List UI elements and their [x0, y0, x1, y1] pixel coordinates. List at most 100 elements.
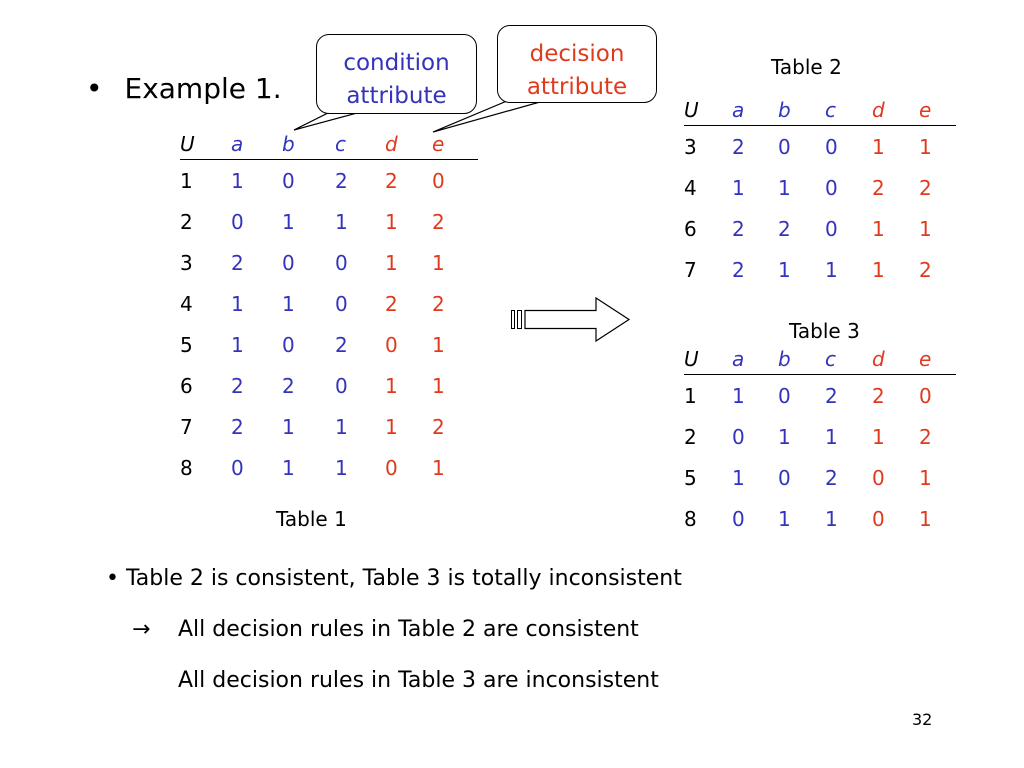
- cell-b: 0: [778, 134, 791, 159]
- cell-u: 2: [684, 424, 697, 449]
- header-c: c: [335, 128, 385, 160]
- cell-b: 1: [778, 424, 791, 449]
- cell-e: 1: [919, 465, 932, 490]
- cell-a: 1: [732, 465, 745, 490]
- example-title: Example 1.: [124, 72, 282, 105]
- header-a: a: [231, 128, 282, 160]
- cell-a: 2: [732, 134, 745, 159]
- cell-c: 0: [825, 175, 838, 200]
- cell-a: 0: [732, 506, 745, 531]
- cell-d: 2: [872, 175, 885, 200]
- header-u: U: [180, 128, 231, 160]
- cell-e: 2: [919, 175, 932, 200]
- cell-b: 0: [282, 250, 295, 275]
- cell-b: 1: [282, 414, 295, 439]
- cell-u: 1: [180, 168, 193, 193]
- cell-a: 1: [732, 383, 745, 408]
- header-b: b: [778, 343, 825, 375]
- cell-d: 1: [872, 134, 885, 159]
- cell-b: 0: [778, 465, 791, 490]
- cell-c: 1: [335, 209, 348, 234]
- header-a: a: [732, 94, 778, 126]
- header-e: e: [919, 94, 956, 126]
- cell-u: 2: [180, 209, 193, 234]
- cell-u: 4: [684, 175, 697, 200]
- cell-e: 1: [919, 134, 932, 159]
- cell-u: 5: [684, 465, 697, 490]
- callout-decision-line1: decision: [529, 41, 625, 67]
- cell-c: 0: [825, 134, 838, 159]
- cell-e: 2: [432, 291, 445, 316]
- decision-attribute-callout: decision attribute: [497, 25, 657, 103]
- cell-d: 0: [872, 465, 885, 490]
- cell-d: 1: [385, 414, 398, 439]
- cell-a: 2: [231, 373, 244, 398]
- cell-u: 5: [180, 332, 193, 357]
- table-2-caption: Table 2: [771, 55, 842, 79]
- cell-b: 2: [282, 373, 295, 398]
- cell-u: 6: [180, 373, 193, 398]
- cell-d: 1: [385, 250, 398, 275]
- table-header-row: U a b c d e: [180, 128, 478, 160]
- cell-d: 0: [872, 506, 885, 531]
- cell-e: 1: [432, 250, 445, 275]
- cell-a: 0: [231, 209, 244, 234]
- cell-c: 0: [825, 216, 838, 241]
- cell-d: 1: [385, 373, 398, 398]
- cell-u: 3: [684, 134, 697, 159]
- cell-a: 0: [231, 455, 244, 480]
- cell-a: 1: [231, 291, 244, 316]
- header-c: c: [825, 94, 872, 126]
- cell-d: 2: [385, 291, 398, 316]
- cell-e: 1: [919, 216, 932, 241]
- cell-b: 1: [778, 175, 791, 200]
- cell-b: 1: [282, 291, 295, 316]
- cell-u: 7: [180, 414, 193, 439]
- cell-b: 0: [778, 383, 791, 408]
- table-3-caption: Table 3: [789, 319, 860, 343]
- cell-d: 1: [872, 424, 885, 449]
- cell-c: 1: [825, 424, 838, 449]
- cell-e: 0: [919, 383, 932, 408]
- cell-d: 0: [385, 332, 398, 357]
- cell-e: 2: [919, 424, 932, 449]
- cell-d: 1: [385, 209, 398, 234]
- header-a: a: [732, 343, 778, 375]
- cell-b: 0: [282, 332, 295, 357]
- cell-u: 8: [684, 506, 697, 531]
- callout-condition-line2: attribute: [346, 83, 447, 109]
- cell-c: 2: [335, 168, 348, 193]
- table-1-caption: Table 1: [276, 507, 347, 531]
- right-arrow-glyph-icon: →: [132, 617, 151, 642]
- cell-a: 1: [231, 332, 244, 357]
- cell-b: 2: [778, 216, 791, 241]
- header-b: b: [282, 128, 335, 160]
- cell-e: 1: [432, 332, 445, 357]
- cell-a: 2: [231, 250, 244, 275]
- table-row: 4 1 1 0 2 2: [684, 167, 956, 208]
- cell-c: 0: [335, 373, 348, 398]
- header-u: U: [684, 343, 732, 375]
- header-d: d: [872, 94, 919, 126]
- cell-d: 0: [385, 455, 398, 480]
- header-u: U: [684, 94, 732, 126]
- bullet-dot: •: [86, 72, 103, 105]
- header-b: b: [778, 94, 825, 126]
- cell-e: 2: [432, 209, 445, 234]
- table-row: 3 2 0 0 1 1: [684, 126, 956, 168]
- callout-condition-line1: condition: [343, 50, 450, 76]
- header-c: c: [825, 343, 872, 375]
- condition-attribute-callout: condition attribute: [316, 34, 477, 114]
- cell-c: 1: [335, 455, 348, 480]
- cell-c: 1: [335, 414, 348, 439]
- example-heading: • Example 1.: [86, 72, 282, 105]
- cell-c: 2: [335, 332, 348, 357]
- cell-a: 1: [732, 175, 745, 200]
